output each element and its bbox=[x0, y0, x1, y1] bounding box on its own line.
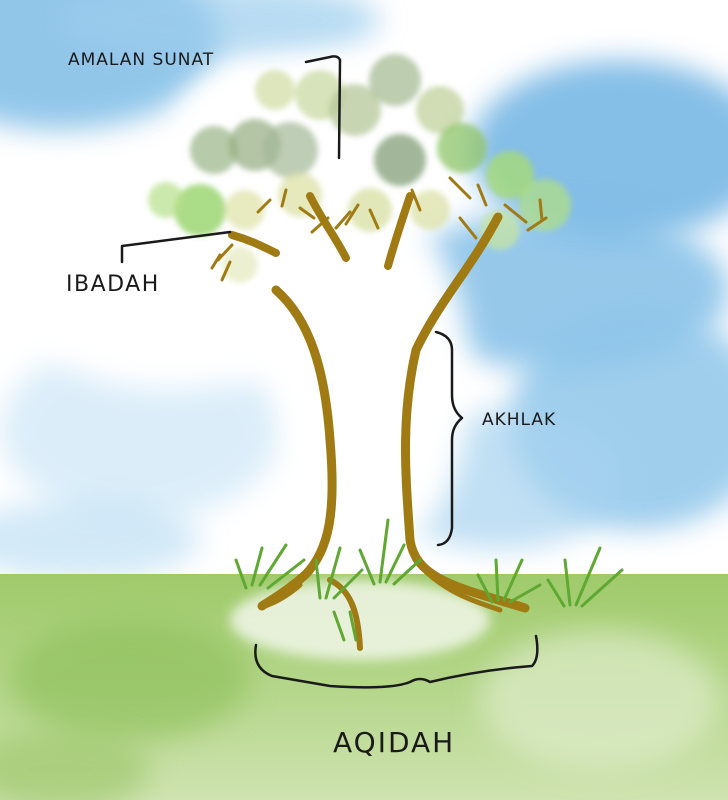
tree-trunk bbox=[210, 176, 548, 651]
label-ibadah: IBADAH bbox=[66, 272, 160, 297]
amalan-sunat-pointer bbox=[304, 55, 342, 160]
ibadah-pointer bbox=[120, 230, 232, 264]
annotation-strokes bbox=[120, 55, 539, 689]
tree-foliage bbox=[148, 54, 571, 283]
grass-tufts bbox=[234, 518, 624, 642]
akhlak-brace bbox=[434, 330, 464, 547]
label-akhlak: AKHLAK bbox=[482, 410, 557, 430]
aqidah-brace bbox=[254, 634, 539, 689]
label-amalan-sunat: AMALAN SUNAT bbox=[68, 50, 215, 70]
label-aqidah: AQIDAH bbox=[333, 726, 456, 759]
